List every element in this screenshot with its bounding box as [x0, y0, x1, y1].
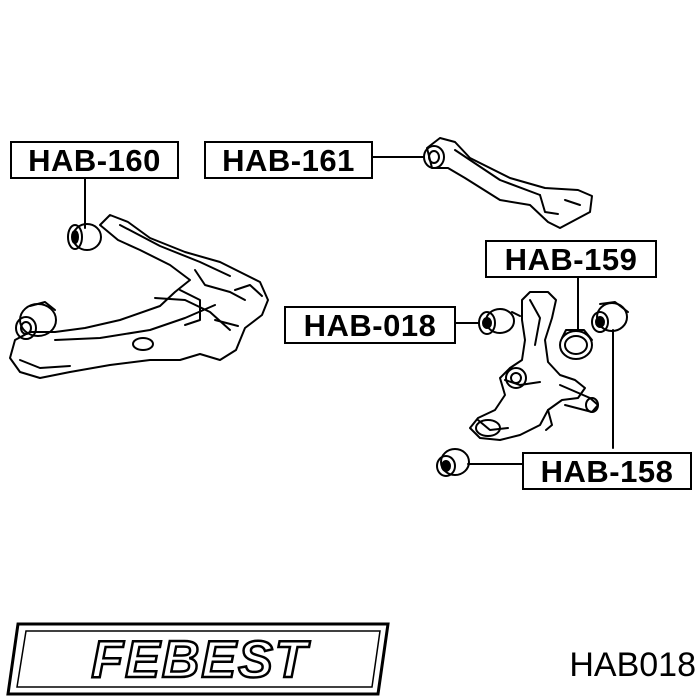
- bushing-hab158-lower: [436, 448, 470, 477]
- bushing-hab018: [478, 308, 521, 335]
- steering-knuckle: [469, 291, 599, 441]
- part-label-hab158: HAB-158: [522, 452, 692, 490]
- febest-logo: [6, 622, 390, 696]
- upper-control-arm: [423, 137, 593, 229]
- bushing-hab159: [559, 329, 593, 360]
- part-label-hab159: HAB-159: [485, 240, 657, 278]
- bushing-hab160: [67, 223, 102, 251]
- part-label-hab161: HAB-161: [204, 141, 373, 179]
- lower-control-arm: [9, 214, 269, 379]
- part-code: HAB018: [569, 646, 696, 684]
- part-label-hab160: HAB-160: [10, 141, 179, 179]
- bushing-hab158-upper: [591, 301, 629, 333]
- part-label-hab018: HAB-018: [284, 306, 456, 344]
